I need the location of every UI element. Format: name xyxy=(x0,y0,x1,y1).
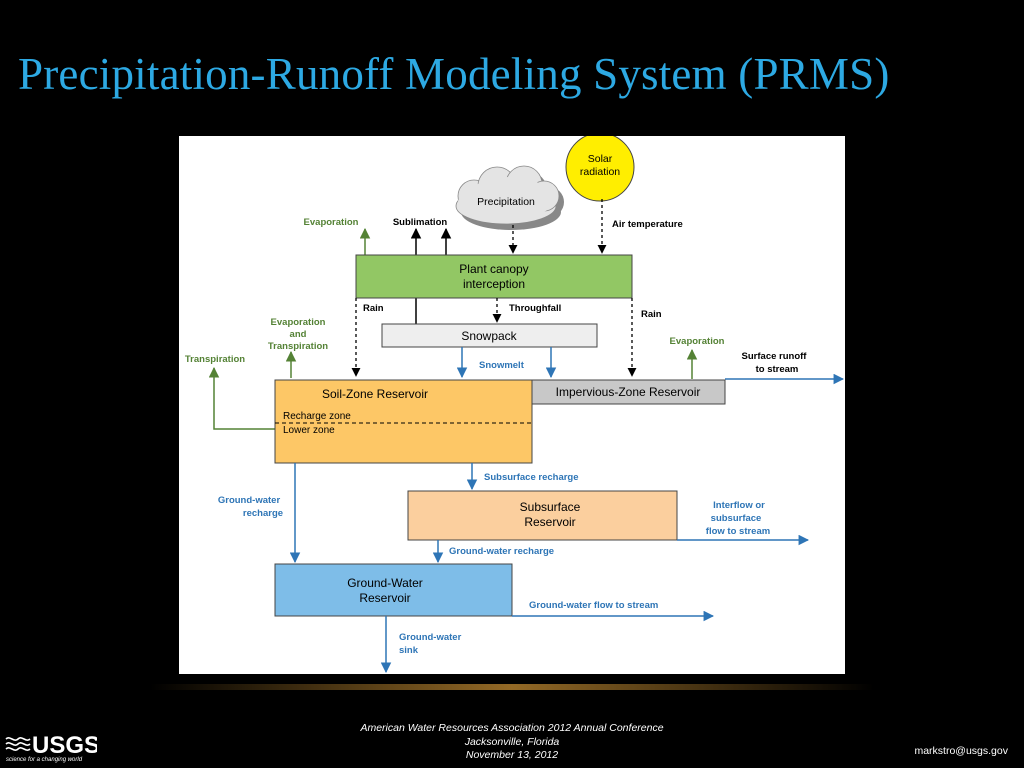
gw-recharge-left-label-2: recharge xyxy=(243,508,283,519)
gw-recharge-left-label-1: Ground-water xyxy=(218,495,281,506)
footer-line-3: November 13, 2012 xyxy=(465,749,559,761)
subsurface-reservoir-label-2: Reservoir xyxy=(524,515,575,529)
evaporation-top-label: Evaporation xyxy=(304,217,359,228)
soil-zone-label: Soil-Zone Reservoir xyxy=(322,387,428,401)
prms-diagram-svg: Solar radiation Precipitation Evaporatio… xyxy=(185,136,845,674)
footer-text: American Water Resources Association 201… xyxy=(312,722,712,763)
usgs-tagline: science for a changing world xyxy=(6,757,83,763)
footer-line-1: American Water Resources Association 201… xyxy=(360,722,664,734)
surface-runoff-label-2: to stream xyxy=(756,364,799,375)
gw-recharge-mid-label: Ground-water recharge xyxy=(449,546,554,557)
evaporation-right-label: Evaporation xyxy=(670,336,725,347)
solar-label-2: radiation xyxy=(580,166,620,178)
subsurface-reservoir-box xyxy=(407,490,678,541)
interflow-label-1: Interflow or xyxy=(713,500,765,511)
subsurface-recharge-label: Subsurface recharge xyxy=(484,472,579,483)
footer-glow-divider xyxy=(150,684,874,690)
air-temperature-label: Air temperature xyxy=(612,219,683,230)
usgs-logo-text: USGS xyxy=(32,732,97,757)
precipitation-label: Precipitation xyxy=(477,196,535,208)
plant-canopy-label-1: Plant canopy xyxy=(459,262,528,276)
subsurface-reservoir-label-1: Subsurface xyxy=(520,500,581,514)
gw-sink-label-2: sink xyxy=(399,645,419,656)
lower-zone-label: Lower zone xyxy=(283,425,335,436)
plant-canopy-label-2: interception xyxy=(463,277,525,291)
soil-zone-box xyxy=(274,379,533,464)
impervious-zone-label: Impervious-Zone Reservoir xyxy=(556,385,701,399)
recharge-zone-label: Recharge zone xyxy=(283,411,351,422)
impervious-zone-box xyxy=(531,379,726,405)
solar-radiation: Solar radiation xyxy=(565,136,635,202)
surface-runoff-label-1: Surface runoff xyxy=(742,351,808,362)
precipitation-cloud: Precipitation xyxy=(455,165,564,230)
prms-diagram: Solar radiation Precipitation Evaporatio… xyxy=(179,136,845,674)
gw-flow-label: Ground-water flow to stream xyxy=(529,600,658,611)
groundwater-reservoir-label-1: Ground-Water xyxy=(347,576,423,590)
evap-transp-label-2: and xyxy=(290,329,307,340)
contact-email: markstro@usgs.gov xyxy=(914,745,1008,757)
transpiration-label: Transpiration xyxy=(185,354,245,365)
snowpack-box xyxy=(381,323,598,348)
plant-canopy-box xyxy=(355,254,633,299)
interflow-label-3: flow to stream xyxy=(706,526,770,537)
groundwater-reservoir-box xyxy=(274,563,513,617)
groundwater-reservoir-label-2: Reservoir xyxy=(359,591,410,605)
snowmelt-label: Snowmelt xyxy=(479,360,525,371)
evap-transp-label-1: Evaporation xyxy=(271,317,326,328)
gw-sink-label-1: Ground-water xyxy=(399,632,462,643)
rain-right-label: Rain xyxy=(641,309,662,320)
throughfall-label: Throughfall xyxy=(509,303,561,314)
sublimation-label: Sublimation xyxy=(393,217,448,228)
evap-transp-label-3: Transpiration xyxy=(268,341,328,352)
rain-left-label: Rain xyxy=(363,303,384,314)
usgs-logo: USGS xyxy=(5,732,97,757)
footer-line-2: Jacksonville, Florida xyxy=(464,735,560,748)
snowpack-label: Snowpack xyxy=(461,329,517,343)
transpiration-arrow xyxy=(208,366,275,430)
slide-title: Precipitation-Runoff Modeling System (PR… xyxy=(18,49,890,99)
solar-label-1: Solar xyxy=(588,153,613,165)
interflow-label-2: subsurface xyxy=(711,513,762,524)
